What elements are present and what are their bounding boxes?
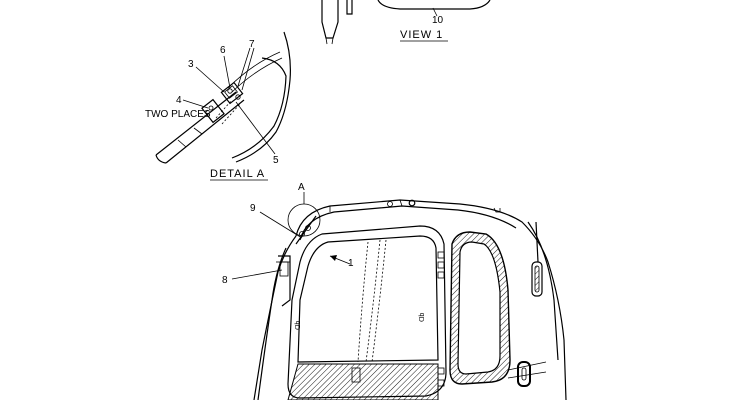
callout-3: 3 [188, 59, 194, 70]
callout-8: 8 [222, 275, 228, 286]
callout-4: 4 [176, 95, 182, 106]
callout-6: 6 [220, 45, 226, 56]
view-1-figure [321, 0, 491, 45]
detail-a-caption: DETAIL A [210, 168, 265, 180]
callout-7: 7 [249, 39, 255, 50]
cab-leaders [231, 192, 305, 280]
callout-a: A [298, 182, 305, 193]
callout-9: 9 [250, 203, 256, 214]
detail-a-figure [155, 31, 291, 164]
cab-figure: ᗡb ᗡb [253, 199, 567, 401]
callout-5: 5 [273, 155, 279, 166]
callout-1: 1 [348, 258, 354, 269]
detail-a-leaders [182, 47, 276, 155]
callout-10: 10 [432, 15, 444, 26]
view-1-caption: VIEW 1 [400, 29, 443, 41]
svg-text:ᗡb: ᗡb [419, 313, 426, 322]
svg-text:ᗡb: ᗡb [295, 321, 302, 330]
two-places-note: TWO PLACES [145, 109, 211, 120]
